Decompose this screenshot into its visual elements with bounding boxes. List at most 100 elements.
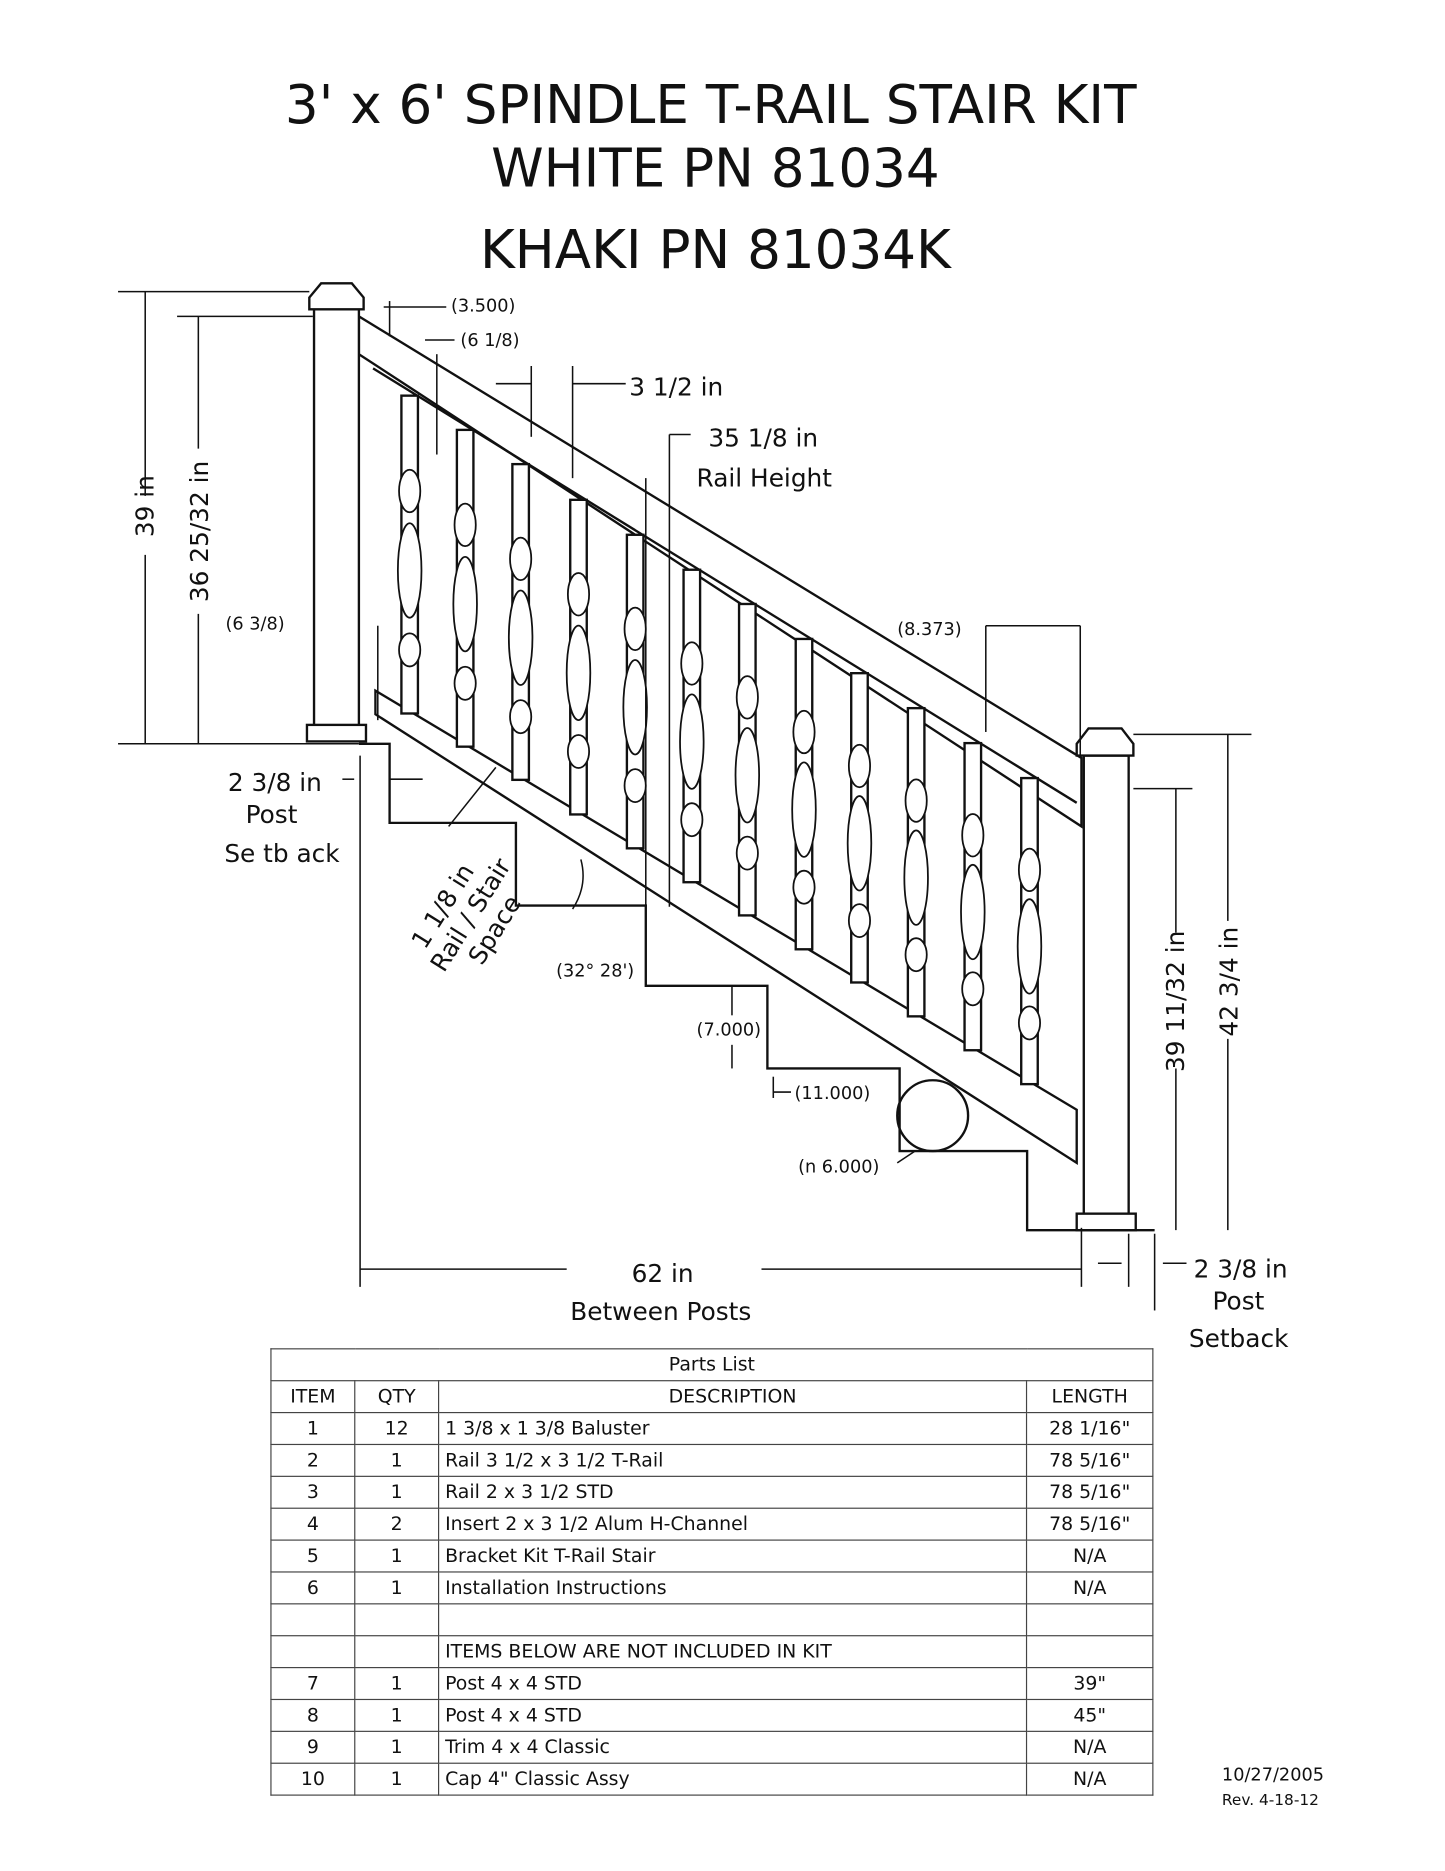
- dim-6-3-8: (6 3/8): [225, 614, 284, 634]
- cell-description: Rail 2 x 3 1/2 STD: [438, 1475, 1028, 1509]
- baluster: [452, 428, 478, 748]
- cell-item: 7: [270, 1667, 356, 1701]
- bottom-rail: [374, 688, 1078, 1166]
- cell-qty: 1: [354, 1698, 440, 1732]
- cell-length: N/A: [1025, 1730, 1154, 1764]
- cell-item: 10: [270, 1762, 356, 1796]
- dim-7000: (7.000): [697, 1020, 761, 1040]
- cell-item: 1: [270, 1411, 356, 1446]
- cell-item: 9: [270, 1730, 356, 1764]
- baluster: [396, 394, 423, 715]
- cell-description: Rail 3 1/2 x 3 1/2 T-Rail: [438, 1443, 1028, 1477]
- header-length: LENGTH: [1025, 1380, 1154, 1414]
- dim-36-25-32: 36 25/32 in: [185, 461, 214, 602]
- parts-list-table: Parts List ITEM QTY DESCRIPTION LENGTH 1…: [270, 1348, 1154, 1796]
- dimension-lines: [118, 290, 1252, 1311]
- setback-right-value: 2 3/8 in: [1194, 1254, 1288, 1283]
- dim-42-3-4: 42 3/4 in: [1214, 927, 1243, 1037]
- cell-qty: 1: [354, 1571, 440, 1605]
- cell-description: 1 3/8 x 1 3/8 Baluster: [438, 1411, 1028, 1446]
- cell-item: 3: [270, 1475, 356, 1509]
- baluster: [679, 568, 705, 884]
- title-line-2: WHITE PN 81034: [491, 138, 940, 200]
- cell-length: [1025, 1603, 1154, 1637]
- cell-length: 78 5/16": [1025, 1507, 1154, 1541]
- title-line-1: 3' x 6' SPINDLE T-RAIL STAIR KIT: [285, 74, 1137, 136]
- baluster: [846, 672, 873, 984]
- left-post: [305, 282, 368, 743]
- right-post: [1075, 727, 1137, 1232]
- cell-description: Bracket Kit T-Rail Stair: [438, 1539, 1028, 1573]
- cell-description: Insert 2 x 3 1/2 Alum H-Channel: [438, 1507, 1028, 1541]
- cell-description: Post 4 x 4 STD: [438, 1698, 1028, 1732]
- baluster: [734, 602, 761, 917]
- cell-description: [438, 1603, 1028, 1637]
- balusters: [396, 394, 1043, 1086]
- dim-rail-height-label: Rail Height: [697, 463, 833, 492]
- cell-qty: 2: [354, 1507, 440, 1541]
- dim-39-11-32: 39 11/32 in: [1161, 931, 1190, 1072]
- cell-qty: [354, 1635, 440, 1669]
- cell-qty: 1: [354, 1475, 440, 1509]
- cell-length: 39": [1025, 1667, 1154, 1701]
- cell-qty: 1: [354, 1539, 440, 1573]
- cell-length: 78 5/16": [1025, 1475, 1154, 1509]
- cell-item: 5: [270, 1539, 356, 1573]
- cell-description: Post 4 x 4 STD: [438, 1667, 1028, 1701]
- setback-right-post: Post: [1212, 1286, 1264, 1315]
- setback-right-label: Setback: [1189, 1324, 1289, 1353]
- cell-qty: 12: [354, 1411, 440, 1446]
- cell-item: 4: [270, 1507, 356, 1541]
- table-row: [270, 1603, 1154, 1637]
- dim-between-posts: Between Posts: [570, 1297, 751, 1326]
- dim-3500: (3.500): [451, 297, 515, 317]
- baluster: [960, 741, 986, 1052]
- cell-length: N/A: [1025, 1762, 1154, 1796]
- cell-description: Cap 4" Classic Assy: [438, 1762, 1028, 1796]
- dim-6000: (n 6.000): [798, 1157, 879, 1177]
- cell-qty: 1: [354, 1762, 440, 1796]
- cell-item: 8: [270, 1698, 356, 1732]
- cell-qty: [354, 1603, 440, 1637]
- dim-6-1-8: (6 1/8): [460, 331, 519, 351]
- baluster: [507, 462, 534, 782]
- dim-3-1-2: 3 1/2 in: [629, 373, 723, 402]
- cell-item: 6: [270, 1571, 356, 1605]
- title-line-3: KHAKI PN 81034K: [480, 219, 952, 281]
- stair-outline: [358, 742, 1155, 1232]
- dim-39: 39 in: [130, 475, 159, 537]
- cell-length: 28 1/16": [1025, 1411, 1154, 1446]
- setback-left-label: Se tb ack: [224, 839, 340, 868]
- header-qty: QTY: [354, 1380, 440, 1414]
- rail-stair-space-label: 1 1/8 in Rail / Stair Space: [406, 852, 527, 976]
- cell-item: 2: [270, 1443, 356, 1477]
- dim-rail-height: 35 1/8 in: [708, 423, 818, 452]
- setback-left-value: 2 3/8 in: [228, 768, 322, 797]
- drawing-date: 10/27/2005: [1221, 1763, 1325, 1786]
- cell-description: Trim 4 x 4 Classic: [438, 1730, 1028, 1764]
- cell-qty: 1: [354, 1667, 440, 1701]
- dim-11000: (11.000): [795, 1084, 871, 1104]
- dim-8373: (8.373): [897, 620, 961, 640]
- cell-qty: 1: [354, 1443, 440, 1477]
- cell-length: 78 5/16": [1025, 1443, 1154, 1477]
- baluster: [565, 498, 592, 816]
- cell-item: [270, 1603, 356, 1637]
- dim-62: 62 in: [632, 1259, 694, 1288]
- baluster: [791, 637, 817, 951]
- baluster: [903, 706, 929, 1018]
- cell-length: N/A: [1025, 1539, 1154, 1573]
- revision: Rev. 4-18-12: [1221, 1792, 1319, 1810]
